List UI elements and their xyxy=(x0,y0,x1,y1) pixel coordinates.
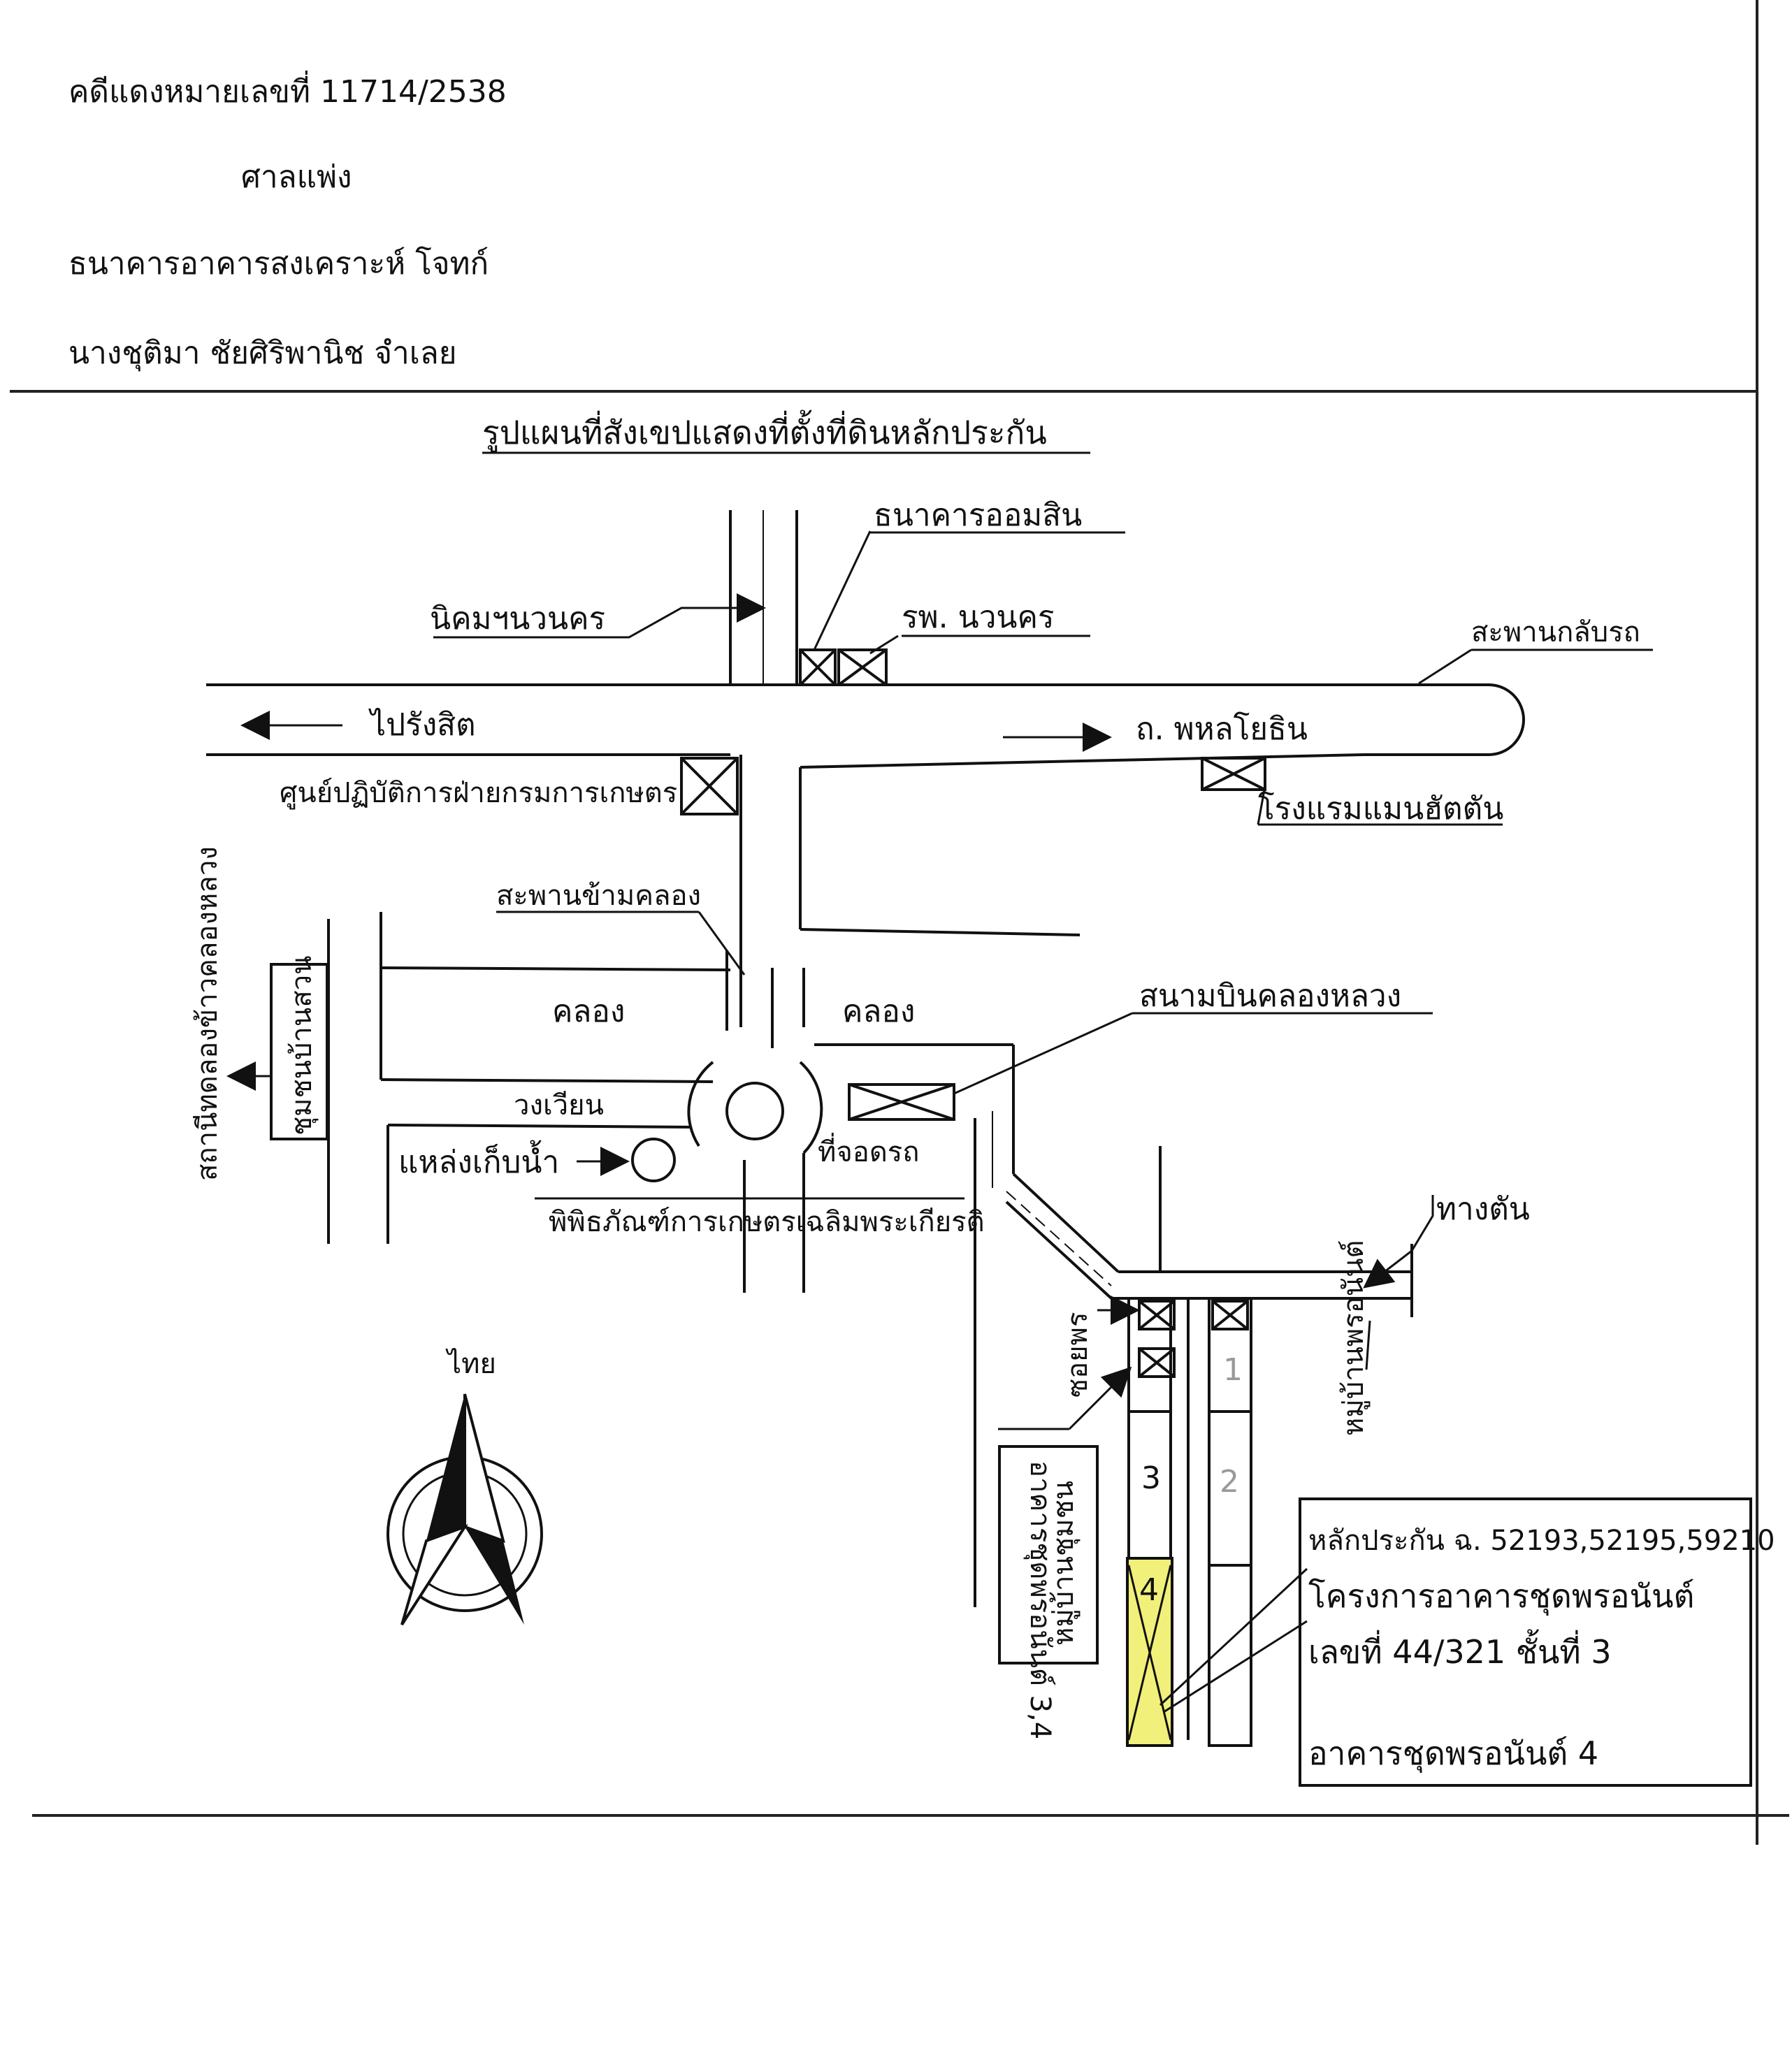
leader-line xyxy=(698,911,746,975)
leader-line xyxy=(813,530,872,651)
label-soi: ซอยพร xyxy=(1062,1312,1094,1398)
leader-line xyxy=(433,593,766,639)
school-box xyxy=(270,963,328,1140)
block-number-4: 4 xyxy=(1139,1572,1159,1608)
label-bank: ธนาคารออมสิน xyxy=(874,498,1082,533)
info-box xyxy=(1299,1497,1752,1787)
label-airfield: สนามบินคลองหลวง xyxy=(1139,978,1401,1014)
label-canal-left: คลอง xyxy=(552,994,625,1029)
case-number: คดีแดงหมายเลขที่ 11714/2538 xyxy=(68,74,507,110)
hospital-box xyxy=(837,648,888,686)
leader-line xyxy=(869,634,899,655)
road-line xyxy=(387,1124,693,1129)
roundabout-circle xyxy=(725,1082,784,1140)
label-museum: พิพิธภัณฑ์การเกษตรเฉลิมพระเกียรติ xyxy=(549,1206,985,1238)
label-canal-right: คลอง xyxy=(842,994,915,1029)
label-school: ชุมชนบ้านสวน xyxy=(286,956,319,1136)
building-block-right xyxy=(1208,1297,1252,1747)
label-estate: นิคมฯนวนคร xyxy=(430,601,605,637)
north-arrow-compass xyxy=(386,1393,543,1626)
map-title: รูปแผนที่สังเขปแสดงที่ตั้งที่ดินหลักประก… xyxy=(482,409,1047,452)
soi-box-3 xyxy=(1211,1300,1249,1330)
label-canal-bridge: สะพานข้ามคลอง xyxy=(496,880,701,912)
soi-box-1 xyxy=(1138,1300,1176,1330)
north-label: ไทย xyxy=(445,1348,496,1380)
soi-box-2 xyxy=(1138,1347,1176,1378)
airfield-box xyxy=(848,1083,955,1121)
roundabout-outer xyxy=(799,1061,823,1154)
label-hospital: รพ. นวนคร xyxy=(902,600,1055,635)
defendant-line: นางชุติมา ชัยศิริพานิช จำเลย xyxy=(68,335,457,371)
dead-end-arrow xyxy=(1363,1195,1434,1289)
info-project: โครงการอาคารชุดพรอนันต์ xyxy=(1308,1577,1694,1616)
road-line xyxy=(800,928,1081,936)
label-village-side: หมู่บ้านชุมชน xyxy=(1048,1481,1081,1646)
block-number-2: 2 xyxy=(1220,1464,1239,1500)
agri-center-box xyxy=(680,757,739,815)
road-line xyxy=(800,753,1365,769)
info-building: อาคารชุดพรอนันต์ 4 xyxy=(1308,1734,1598,1774)
bank-box xyxy=(799,648,837,686)
leader-line xyxy=(1163,1620,1308,1713)
info-collateral: หลักประกัน ฉ. 52193,52195,59210 xyxy=(1308,1525,1775,1557)
info-unit: เลขที่ 44/321 ชั้นที่ 3 xyxy=(1308,1629,1612,1671)
leader-line xyxy=(1365,1320,1371,1370)
label-parking: ที่จอดรถ xyxy=(818,1133,920,1168)
leader-line xyxy=(1418,648,1472,685)
collateral-cross xyxy=(1127,1565,1172,1741)
block-number-3: 3 xyxy=(1141,1460,1161,1496)
u-turn-loop xyxy=(1359,683,1525,756)
label-phahonyothin: ถ. พหลโยธิน xyxy=(1136,711,1308,747)
court-name: ศาลแพ่ง xyxy=(241,159,352,195)
road-line xyxy=(1005,1201,1113,1300)
block-number-1: 1 xyxy=(1223,1352,1243,1388)
label-roundabout: วงเวียน xyxy=(514,1089,604,1122)
label-hotel: โรงแรมแมนฮัตตัน xyxy=(1258,791,1503,827)
reservoir-circle xyxy=(631,1138,676,1182)
label-to-rangsit: ไปรังสิต xyxy=(368,707,476,743)
label-pornnan-village: หมู่บ้านพรอนันต์ xyxy=(1338,1240,1370,1436)
leader-line xyxy=(1159,1567,1308,1706)
plaintiff-line: ธนาคารอาคารสงเคราะห์ โจทก์ xyxy=(68,246,489,282)
label-agri-center: ศูนย์ปฏิบัติการฝ่ายกรมการเกษตร xyxy=(280,777,677,809)
leader-line xyxy=(953,1012,1133,1095)
canal-line xyxy=(380,1078,714,1083)
leader-line xyxy=(1257,785,1266,825)
roundabout-outer xyxy=(687,1061,714,1147)
label-reservoir: แหล่งเก็บน้ำ xyxy=(398,1140,559,1180)
building-side-box xyxy=(998,1445,1099,1664)
leader-line xyxy=(1068,1366,1132,1430)
label-u-turn: สะพานกลับรถ xyxy=(1471,616,1640,648)
road-line xyxy=(1012,1173,1120,1273)
label-station: สถานีทดลองข้าวคลองหลวง xyxy=(192,846,224,1181)
label-dead-end: ทางตัน xyxy=(1436,1191,1530,1227)
hotel-box xyxy=(1201,757,1266,791)
label-building-side: อาคารชุดพรอนันต์ 3,4 xyxy=(1023,1460,1056,1739)
canal-line xyxy=(380,966,731,971)
road-line xyxy=(1006,1191,1112,1286)
